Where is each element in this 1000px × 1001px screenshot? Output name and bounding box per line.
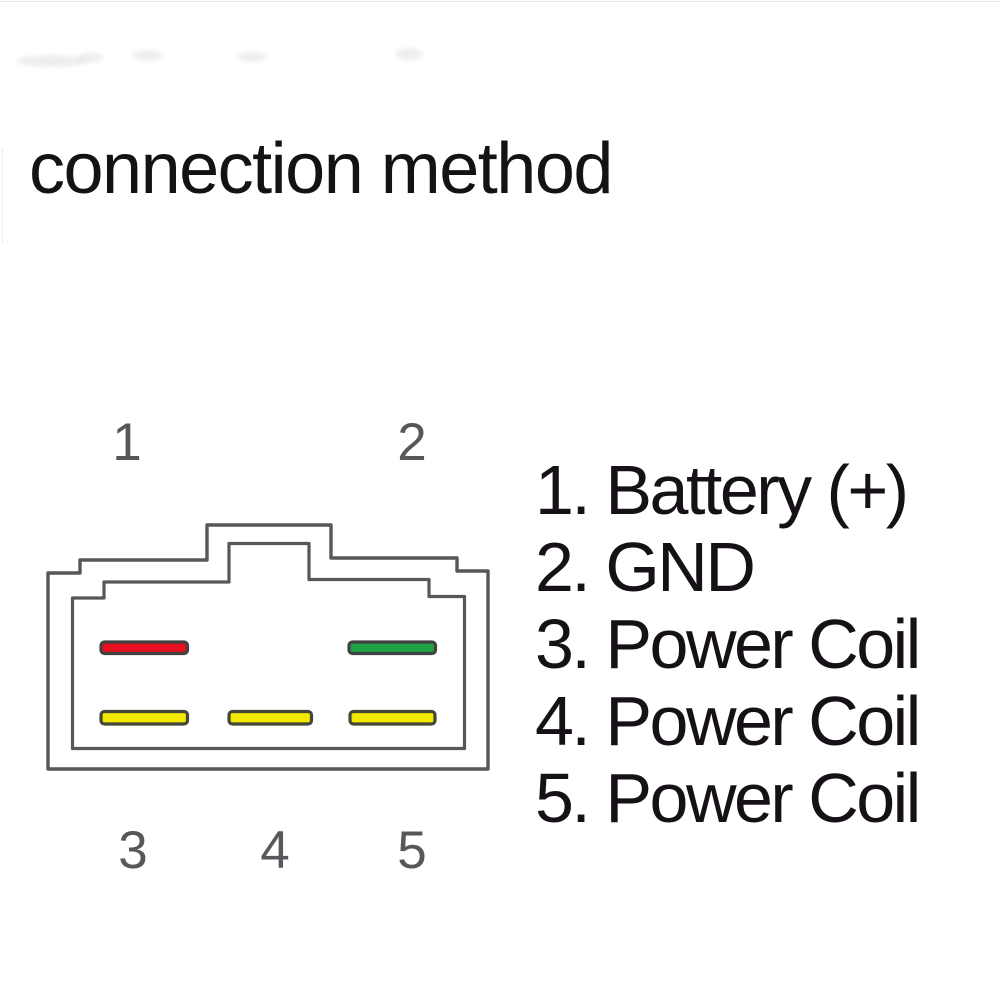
compression-artifact xyxy=(395,48,423,60)
legend-item-battery: 1. Battery (+) xyxy=(535,451,909,529)
pin-legend: 1. Battery (+) 2. GND 3. Power Coil 4. P… xyxy=(535,451,921,837)
pin-number-5: 5 xyxy=(397,821,427,880)
pin-3-contact xyxy=(99,709,190,726)
legend-item-power-coil-3: 3. Power Coil xyxy=(535,605,921,683)
compression-artifact xyxy=(16,55,88,67)
compression-artifact xyxy=(132,50,162,61)
pin-4-contact xyxy=(227,709,314,726)
pin-1-contact xyxy=(99,640,190,656)
compression-artifact xyxy=(78,53,104,62)
compression-artifact xyxy=(238,52,266,62)
pin-5-contact xyxy=(348,709,437,726)
pin-number-1: 1 xyxy=(112,413,142,472)
legend-item-gnd: 2. GND xyxy=(535,528,756,606)
legend-item-power-coil-4: 4. Power Coil xyxy=(535,682,921,760)
pin-number-2: 2 xyxy=(397,413,427,472)
pin-2-contact xyxy=(347,640,438,656)
pin-number-4: 4 xyxy=(260,821,290,880)
scan-artifact-left-line xyxy=(2,148,3,243)
connector-inner-outline xyxy=(70,541,467,751)
page-title: connection method xyxy=(29,129,613,209)
scan-artifact-top-line xyxy=(0,1,1000,2)
pin-number-3: 3 xyxy=(118,821,148,880)
legend-item-power-coil-5: 5. Power Coil xyxy=(535,759,921,837)
